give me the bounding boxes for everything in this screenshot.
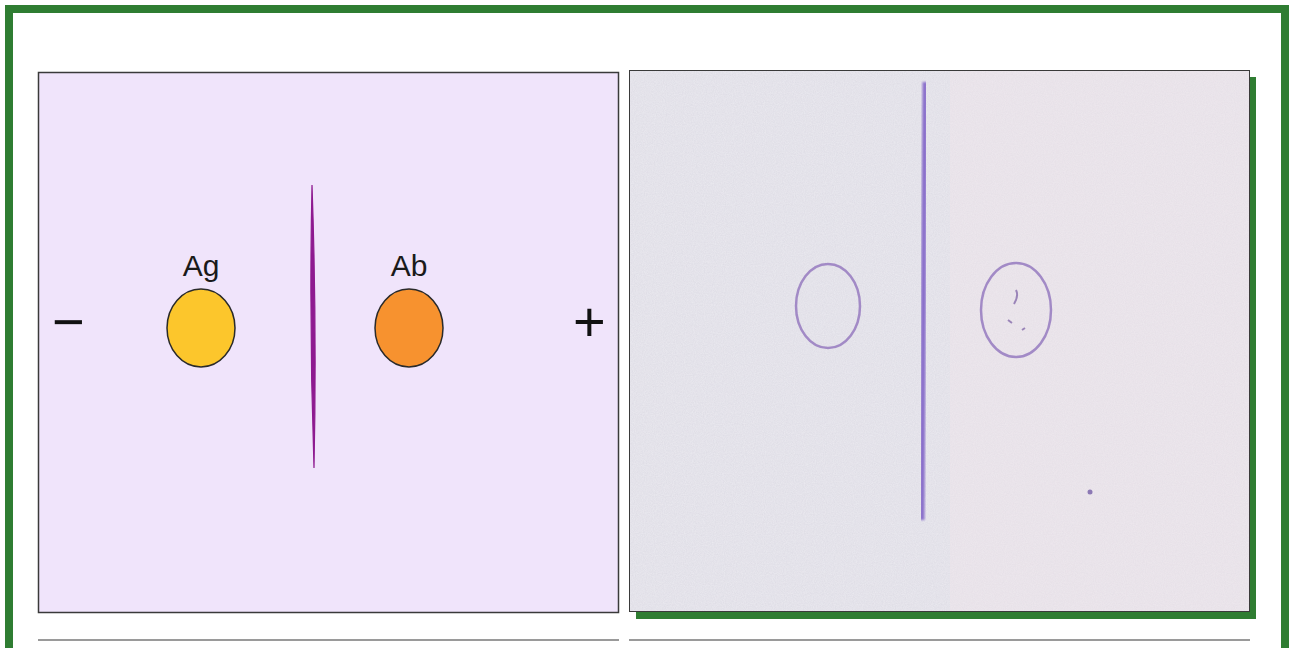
schematic-panel bbox=[39, 73, 619, 613]
photo-well-debris bbox=[1008, 290, 1025, 330]
circle-outline bbox=[166, 288, 236, 368]
photo-panel bbox=[630, 71, 1250, 612]
photo-tint bbox=[950, 71, 1249, 611]
photo-well bbox=[981, 263, 1051, 357]
outer-frame bbox=[9, 9, 1285, 648]
next-panel-edge bbox=[38, 639, 619, 641]
circle-outline bbox=[374, 288, 444, 368]
well-label: Ab bbox=[391, 249, 428, 282]
electrode-sign: + bbox=[573, 294, 606, 350]
precipitin-line bbox=[311, 185, 315, 468]
well-circle: Ag bbox=[166, 288, 236, 368]
photo-well bbox=[796, 264, 860, 348]
well-label: Ag bbox=[183, 249, 220, 282]
photo-texture bbox=[630, 71, 1249, 611]
well-circle: Ab bbox=[374, 288, 444, 368]
photo-speck bbox=[1088, 490, 1093, 495]
photo-precipitin-line bbox=[922, 82, 925, 520]
electrode-sign: − bbox=[52, 294, 85, 350]
next-panel-edge bbox=[629, 639, 1250, 641]
